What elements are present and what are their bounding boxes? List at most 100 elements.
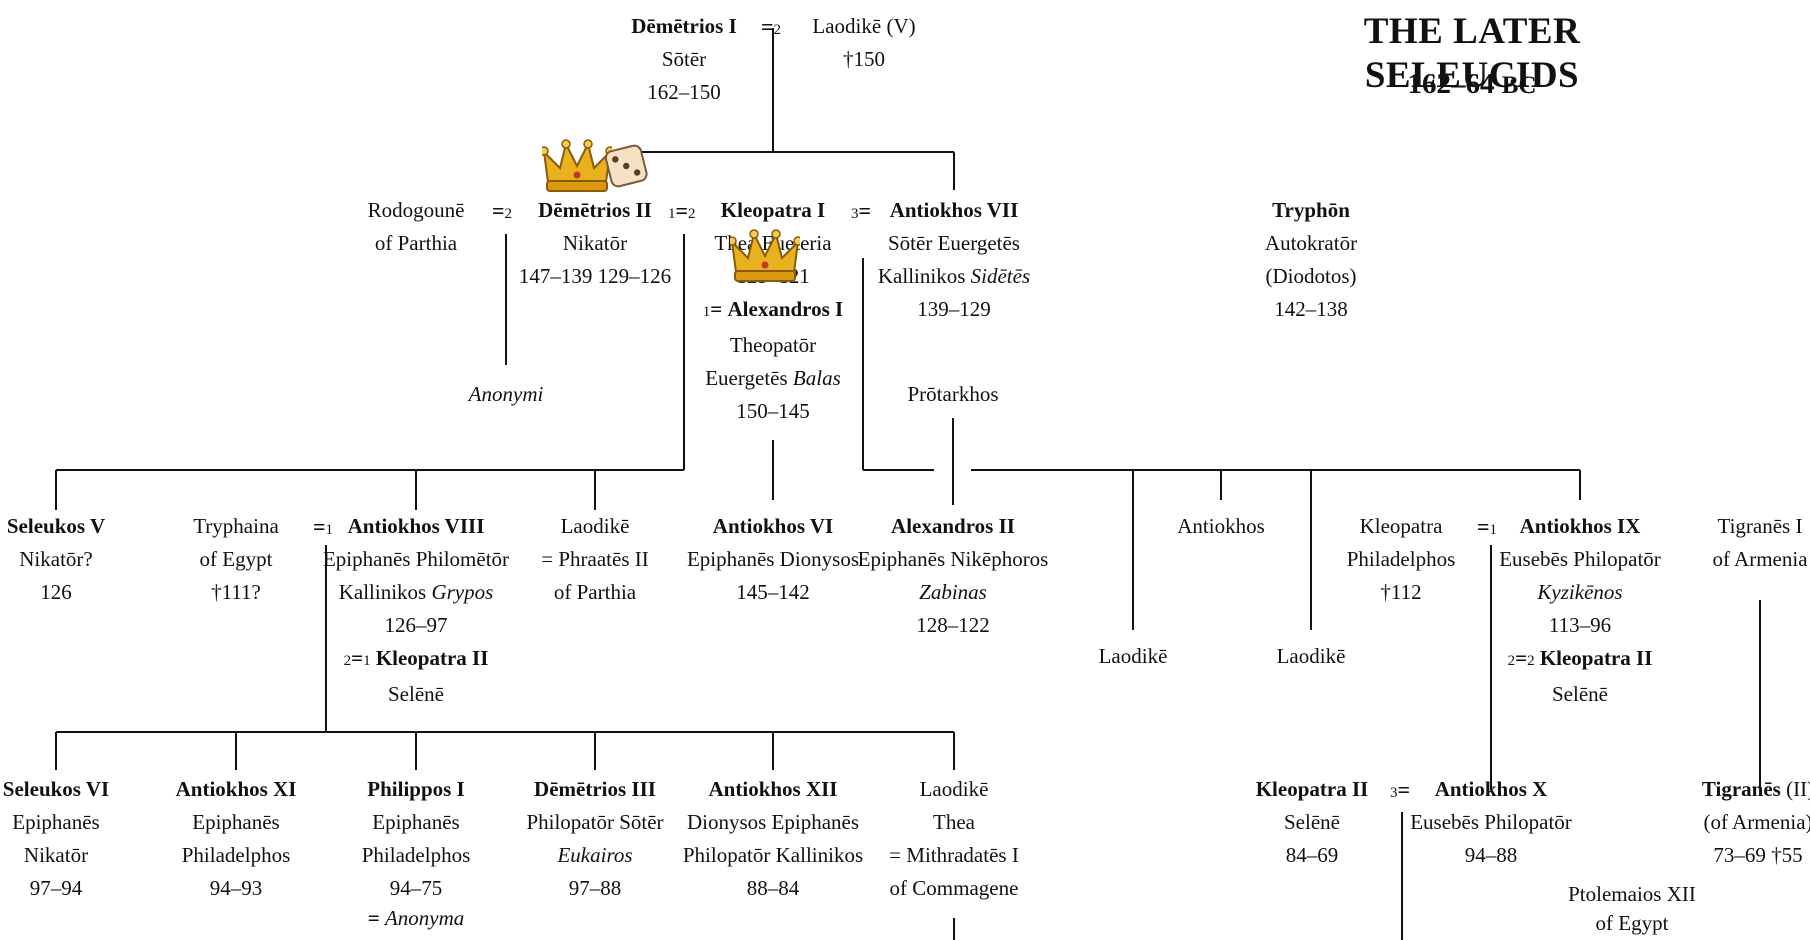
person-death: †150 bbox=[843, 47, 885, 71]
person-origin: of Armenia bbox=[1712, 547, 1808, 571]
person-tryphon: Tryphōn Autokratōr (Diodotos) 142–138 bbox=[1265, 194, 1357, 326]
person-laodike-5: Laodikē (V) †150 bbox=[812, 10, 915, 76]
person-antiokhos-10: Antiokhos X Eusebēs Philopatōr 94–88 bbox=[1410, 773, 1572, 872]
person-antiokhos-6: Antiokhos VI Epiphanēs Dionysos 145–142 bbox=[687, 510, 859, 609]
marriage-sign: 1=2 bbox=[668, 198, 696, 223]
person-epithet: Zabinas bbox=[919, 580, 987, 604]
marriage-sign: 3= bbox=[851, 198, 872, 223]
person-epithet: Kallinikos Sidētēs bbox=[877, 264, 1031, 288]
person-name: Dēmētrios II bbox=[538, 198, 652, 222]
person-epithet: Selēnē bbox=[1552, 682, 1608, 706]
person-antiokhos-9: Antiokhos IX Eusebēs Philopatōr Kyzikēno… bbox=[1499, 510, 1661, 711]
person-seleukos-5: Seleukos V Nikatōr? 126 bbox=[7, 510, 105, 609]
person-reign: 97–94 bbox=[29, 876, 83, 900]
person-origin: of Parthia bbox=[374, 231, 458, 255]
person-name: Antiokhos X bbox=[1434, 777, 1548, 801]
person-reign: 88–84 bbox=[746, 876, 800, 900]
person-epithet: Kallinikos Grypos bbox=[338, 580, 494, 604]
person-epithet: Epiphanēs bbox=[372, 810, 460, 834]
person-reign: 73–69 †55 bbox=[1713, 843, 1803, 867]
person-name: Philippos I bbox=[367, 777, 465, 801]
person-name: Kleopatra II bbox=[1255, 777, 1369, 801]
person-epithet: Selēnē bbox=[1284, 810, 1340, 834]
spouse-kleopatra-2-selene: 2=1 Kleopatra II bbox=[343, 646, 489, 670]
person-alexandros-2: Alexandros II Epiphanēs Nikēphoros Zabin… bbox=[858, 510, 1049, 642]
person-antiokhos-11: Antiokhos XI Epiphanēs Philadelphos 94–9… bbox=[176, 773, 297, 905]
person-tryphaina: Tryphaina of Egypt †111? bbox=[193, 510, 279, 609]
person-reign: 147–139 129–126 bbox=[518, 264, 672, 288]
person-name: Dēmētrios I bbox=[631, 14, 737, 38]
person-epithet: Autokratōr bbox=[1264, 231, 1358, 255]
person-name: Laodikē bbox=[560, 514, 630, 538]
person-epithet: Selēnē bbox=[388, 682, 444, 706]
person-reign: 126 bbox=[40, 580, 72, 604]
person-antiokhos-8: Antiokhos VIII Epiphanēs Philomētōr Kall… bbox=[323, 510, 509, 711]
person-epithet: Eukairos bbox=[557, 843, 633, 867]
person-reign: 94–93 bbox=[209, 876, 263, 900]
person-epithet: Eusebēs Philopatōr bbox=[1410, 810, 1572, 834]
person-origin: of Parthia bbox=[553, 580, 637, 604]
person-reign: 139–129 bbox=[917, 297, 991, 321]
person-epithet: Nikatōr? bbox=[19, 547, 93, 571]
person-reign: 94–88 bbox=[1464, 843, 1518, 867]
person-spouse: = Mithradatēs I bbox=[889, 843, 1019, 867]
person-philippos-1: Philippos I Epiphanēs Philadelphos 94–75… bbox=[362, 773, 471, 931]
spouse-kleopatra-2-selene: 2=2 Kleopatra II bbox=[1507, 646, 1653, 670]
person-origin: of Commagene bbox=[889, 876, 1019, 900]
person-epithet: Nikatōr bbox=[562, 231, 628, 255]
person-epithet: Theopatōr bbox=[729, 333, 817, 357]
person-reign: 142–138 bbox=[1274, 297, 1348, 321]
person-laodike-a: Laodikē bbox=[1098, 644, 1168, 668]
person-antiokhos-7: Antiokhos VII Sōtēr Euergetēs Kallinikos… bbox=[878, 194, 1030, 326]
person-reign: 162–150 bbox=[647, 80, 721, 104]
person-name: Rodogounē bbox=[367, 198, 465, 222]
person-epithet: Philopatōr Kallinikos bbox=[682, 843, 864, 867]
person-name: Antiokhos VI bbox=[712, 514, 834, 538]
person-name: Laodikē bbox=[919, 777, 989, 801]
person-tigranes-2: Tigranēs (II) (of Armenia) 73–69 †55 bbox=[1702, 773, 1810, 872]
person-name: Antiokhos VIII bbox=[347, 514, 485, 538]
person-kleopatra-2-selene: Kleopatra II Selēnē 84–69 bbox=[1256, 773, 1369, 872]
person-name: Ptolemaios XII bbox=[1568, 882, 1696, 906]
person-reign: 150–145 bbox=[736, 399, 810, 423]
person-origin: of Egypt bbox=[1595, 911, 1669, 935]
person-epithet: Philadelphos bbox=[181, 843, 291, 867]
chart-subtitle: 162–64 BC bbox=[1312, 64, 1632, 106]
person-reign: 94–75 bbox=[389, 876, 443, 900]
person-laodike-parthia: Laodikē = Phraatēs II of Parthia bbox=[541, 510, 648, 609]
person-reign: 128–122 bbox=[916, 613, 990, 637]
era-label: BC bbox=[1501, 72, 1537, 99]
person-name: Tryphaina bbox=[193, 514, 279, 538]
person-reign: 145–142 bbox=[736, 580, 810, 604]
spouse-alexandros-1: 1= Alexandros I bbox=[702, 297, 844, 321]
person-epithet: Eusebēs Philopatōr bbox=[1499, 547, 1661, 571]
person-name: Antiokhos VII bbox=[889, 198, 1019, 222]
person-laodike-b: Laodikē bbox=[1276, 644, 1346, 668]
person-name: Tigranēs (II) bbox=[1701, 777, 1810, 801]
person-antiokhos-12: Antiokhos XII Dionysos Epiphanēs Philopa… bbox=[683, 773, 863, 905]
person-spouse: = Anonyma bbox=[367, 906, 465, 930]
person-name: Antiokhos XII bbox=[708, 777, 838, 801]
person-name: Kleopatra I bbox=[720, 198, 826, 222]
person-epithet: Philadelphos bbox=[1346, 547, 1456, 571]
person-name: Kleopatra bbox=[1359, 514, 1443, 538]
person-reign: 113–96 bbox=[1548, 613, 1612, 637]
person-reign: 126–97 bbox=[384, 613, 448, 637]
marriage-sign: =1 bbox=[313, 514, 334, 539]
person-name: Antiokhos IX bbox=[1519, 514, 1641, 538]
dice-icon bbox=[604, 144, 648, 188]
marriage-sign: =2 bbox=[492, 198, 513, 223]
person-rodogoune: Rodogounē of Parthia bbox=[368, 194, 465, 260]
person-demetrios-2: Dēmētrios II Nikatōr 147–139 129–126 bbox=[519, 194, 671, 293]
person-epithet: Thea bbox=[933, 810, 975, 834]
person-protarkhos: Prōtarkhos bbox=[907, 382, 999, 406]
person-epithet: Euergetēs Balas bbox=[705, 366, 841, 390]
person-name: Laodikē (V) bbox=[812, 14, 916, 38]
person-epithet: Epiphanēs Philomētōr bbox=[322, 547, 510, 571]
person-epithet: Epiphanēs bbox=[192, 810, 280, 834]
person-death: †112 bbox=[1380, 580, 1422, 604]
person-anonymi: Anonymi bbox=[468, 382, 544, 406]
person-death: †111? bbox=[211, 580, 261, 604]
person-epithet: (Diodotos) bbox=[1265, 264, 1357, 288]
person-epithet: Epiphanēs Nikēphoros bbox=[857, 547, 1049, 571]
